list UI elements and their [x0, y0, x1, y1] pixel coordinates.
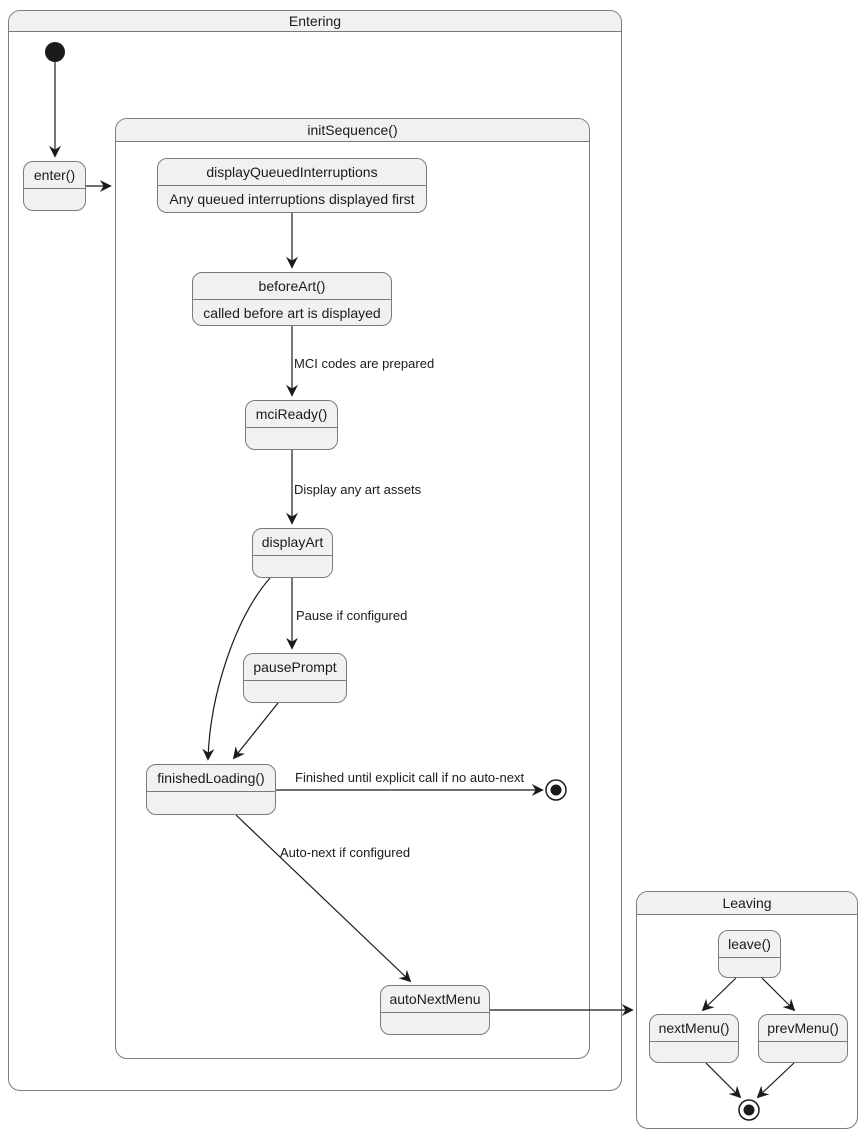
state-leave-label: leave(): [728, 936, 771, 952]
state-before-art: beforeArt() called before art is display…: [192, 272, 392, 326]
state-finished-loading: finishedLoading(): [146, 764, 276, 815]
edge-label-finished-until-explicit: Finished until explicit call if no auto-…: [295, 770, 525, 785]
state-finished-loading-body: [147, 791, 275, 814]
state-mci-ready-body: [246, 427, 337, 449]
container-leaving-title-text: Leaving: [722, 895, 772, 911]
state-finished-loading-label: finishedLoading(): [157, 770, 265, 786]
container-init-sequence-title: initSequence(): [116, 119, 589, 142]
state-pause-prompt-body: [244, 680, 346, 702]
container-init-sequence: initSequence(): [115, 118, 590, 1059]
state-display-queued-interruptions-label: displayQueuedInterruptions: [206, 164, 378, 180]
container-entering-title: Entering: [9, 11, 621, 32]
state-auto-next-menu-body: [381, 1012, 489, 1034]
container-leaving: Leaving: [636, 891, 858, 1129]
state-next-menu: nextMenu(): [649, 1014, 739, 1063]
state-enter: enter(): [23, 161, 86, 211]
state-before-art-description: called before art is displayed: [193, 299, 391, 325]
state-before-art-label: beforeArt(): [258, 278, 326, 294]
state-enter-label: enter(): [33, 167, 76, 183]
state-mci-ready: mciReady(): [245, 400, 338, 450]
edge-label-mci-codes-prepared: MCI codes are prepared: [294, 356, 435, 371]
state-leave-body: [719, 957, 780, 977]
container-entering-title-text: Entering: [288, 13, 342, 29]
state-auto-next-menu: autoNextMenu: [380, 985, 490, 1035]
state-display-art-body: [253, 555, 332, 577]
state-display-art: displayArt: [252, 528, 333, 578]
state-prev-menu-body: [759, 1041, 847, 1062]
state-display-art-label: displayArt: [261, 534, 324, 550]
state-prev-menu-label: prevMenu(): [767, 1020, 839, 1036]
edge-label-auto-next-if-configured: Auto-next if configured: [280, 845, 411, 860]
container-leaving-title: Leaving: [637, 892, 857, 915]
state-display-queued-interruptions: displayQueuedInterruptions Any queued in…: [157, 158, 427, 213]
state-prev-menu: prevMenu(): [758, 1014, 848, 1063]
state-next-menu-body: [650, 1041, 738, 1062]
container-entering: Entering: [8, 10, 622, 1091]
state-next-menu-label: nextMenu(): [658, 1020, 730, 1036]
edge-label-display-art-assets: Display any art assets: [294, 482, 422, 497]
state-pause-prompt: pausePrompt: [243, 653, 347, 703]
container-init-sequence-title-text: initSequence(): [307, 122, 398, 138]
state-auto-next-menu-label: autoNextMenu: [389, 991, 481, 1007]
state-enter-body: [24, 188, 85, 210]
edge-label-pause-if-configured: Pause if configured: [296, 608, 408, 623]
state-display-queued-interruptions-description: Any queued interruptions displayed first: [158, 185, 426, 212]
state-leave: leave(): [718, 930, 781, 978]
state-mci-ready-label: mciReady(): [255, 406, 328, 422]
state-pause-prompt-label: pausePrompt: [253, 659, 337, 675]
